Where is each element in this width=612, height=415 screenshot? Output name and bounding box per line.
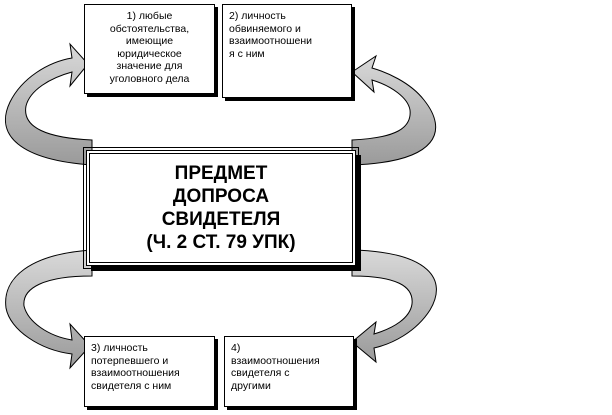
- center-box-subject: ПРЕДМЕТ ДОПРОСА СВИДЕТЕЛЯ (Ч. 2 СТ. 79 У…: [83, 147, 359, 269]
- box-victim-personality: 3) личность потерпевшего и взаимоотношен…: [84, 336, 215, 407]
- curved-arrow-icon: [5, 249, 93, 370]
- box-relations-with-others: 4) взаимоотношения свидетеля с другими: [224, 336, 354, 407]
- box-accused-personality: 2) личность обвиняемого и взаимоотношени…: [222, 4, 352, 98]
- center-title: ПРЕДМЕТ ДОПРОСА СВИДЕТЕЛЯ (Ч. 2 СТ. 79 У…: [146, 163, 296, 253]
- curved-arrow-icon: [351, 54, 437, 166]
- curved-arrow-icon: [351, 249, 437, 364]
- box-text: 4) взаимоотношения свидетеля с другими: [231, 342, 320, 392]
- box-text: 3) личность потерпевшего и взаимоотношен…: [91, 342, 180, 392]
- box-text: 2) личность обвиняемого и взаимоотношени…: [229, 10, 313, 60]
- box-any-circumstances: 1) любые обстоятельства, имеющие юридиче…: [84, 4, 215, 94]
- curved-arrow-icon: [5, 42, 93, 166]
- box-text: 1) любые обстоятельства, имеющие юридиче…: [109, 10, 190, 85]
